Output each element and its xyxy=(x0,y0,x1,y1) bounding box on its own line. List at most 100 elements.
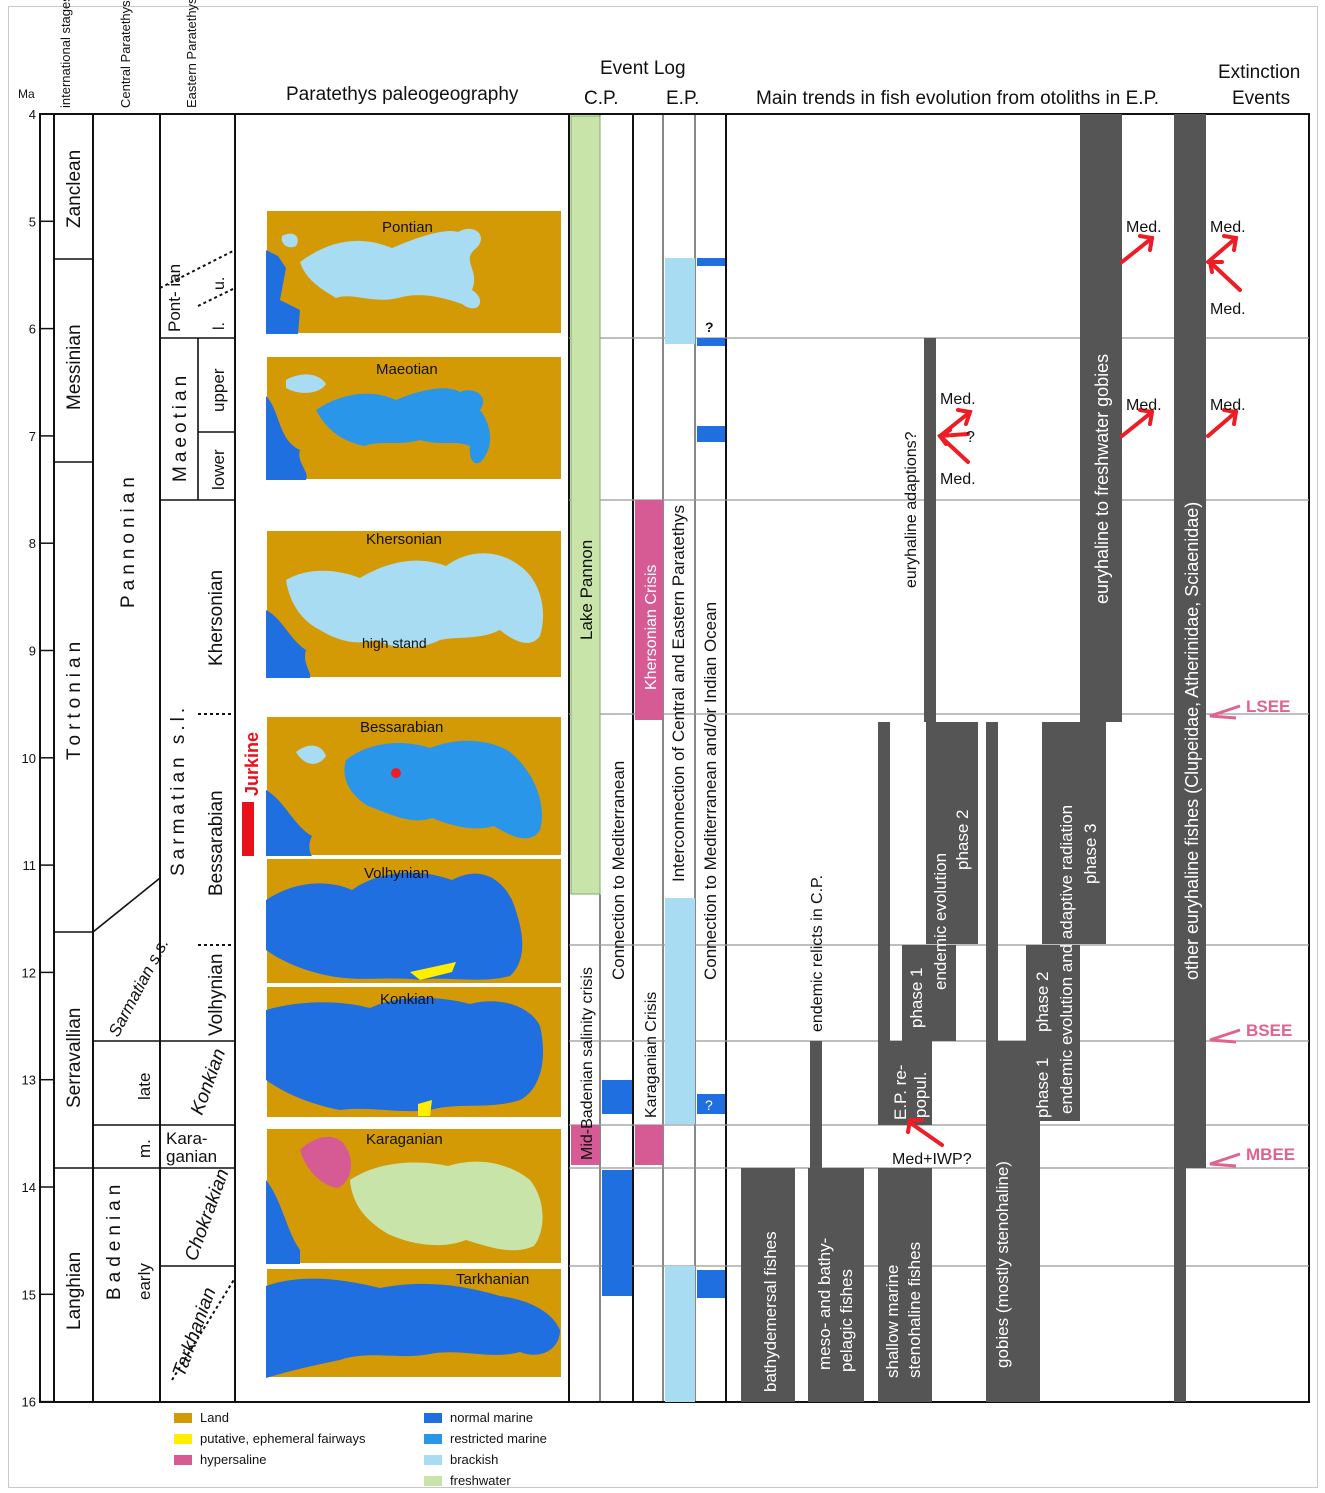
legend-label: freshwater xyxy=(450,1473,511,1488)
med-label-5: Med. xyxy=(1210,219,1246,236)
med-iwp-label: Med+IWP? xyxy=(892,1151,972,1168)
ep-question-1: ? xyxy=(705,319,714,335)
axis-tick-label: 10 xyxy=(22,751,36,766)
mid-badenian-label: Mid-Badenian salinity crisis xyxy=(579,967,596,1160)
med-label-1: Med. xyxy=(940,391,976,408)
ep-marine-4 xyxy=(697,1094,725,1114)
eastern-paratethys-labels: Pont- ian u. l. Maeotian upper lower Sar… xyxy=(165,264,234,1380)
cp-early: early xyxy=(135,1263,154,1300)
fish-endemic-a: endemic evolution xyxy=(931,853,950,990)
fish-ep-repopul-2: popul. xyxy=(911,1072,930,1118)
axis-tick-label: 14 xyxy=(22,1180,36,1195)
med-label-3: Med. xyxy=(1126,219,1162,236)
fish-phase2-b: phase 2 xyxy=(1033,972,1052,1033)
ep-pontian: Pont- ian xyxy=(165,264,184,332)
svg-text:Konkian: Konkian xyxy=(380,991,434,1008)
ep-bessarabian: Bessarabian xyxy=(206,790,227,896)
mid-badenian-bar xyxy=(571,1125,600,1165)
map-khersonian: Khersonian high stand xyxy=(265,529,563,679)
fish-phase1-b: phase 1 xyxy=(1033,1058,1052,1119)
ep-question-2: ? xyxy=(705,1097,713,1113)
cp-badenian: Badenian xyxy=(104,1180,125,1300)
axis-tick-label: 12 xyxy=(22,965,36,980)
figure-frame xyxy=(8,6,1318,1488)
khersonian-crisis-bar xyxy=(635,500,663,720)
event-log: Lake Pannon Mid-Badenian salinity crisis… xyxy=(570,115,725,1402)
header-paleogeography: Paratethys paleogeography xyxy=(286,84,519,105)
header-event-log: Event Log xyxy=(600,58,686,79)
ep-karaganian-2: ganian xyxy=(166,1147,217,1166)
lake-pannon-label: Lake Pannon xyxy=(577,540,596,640)
fish-phase2-a: phase 2 xyxy=(953,810,972,871)
legend-swatch xyxy=(174,1433,192,1444)
ep-marine-1 xyxy=(697,258,725,266)
ep-brackish-2 xyxy=(665,898,695,1124)
jurkine-label: Jurkine xyxy=(242,732,262,796)
legend-hypersaline: hypersaline xyxy=(174,1452,267,1467)
lsee-label: LSEE xyxy=(1246,697,1290,716)
khersonian-crisis-label: Khersonian Crisis xyxy=(643,565,660,690)
legend-label: brackish xyxy=(450,1452,499,1467)
axis-tick-label: 13 xyxy=(22,1073,36,1088)
stage-serravallian: Serravallian xyxy=(64,1008,85,1108)
migration-arrows xyxy=(906,234,1242,1147)
axis-tick-label: 6 xyxy=(29,322,36,337)
lake-pannon-bar xyxy=(570,115,601,895)
stage-zanclean: Zanclean xyxy=(64,150,85,228)
international-stage-labels: Zanclean Messinian Tortonian Serravallia… xyxy=(64,150,85,1330)
jurkine-marker: Jurkine xyxy=(242,732,262,856)
fish-euryhaline-gobies: euryhaline to freshwater gobies xyxy=(1092,354,1112,604)
fish-meso-bathy-2: pelagic fishes xyxy=(837,1269,856,1372)
axis-tick-label: 8 xyxy=(29,536,36,551)
bsee-label: BSEE xyxy=(1246,1021,1292,1040)
legend-swatch xyxy=(424,1412,442,1423)
arrow-labels: Med+IWP? Med. ? Med. Med. Med. Med. Med.… xyxy=(892,219,1246,1168)
map-tarkhanian: Tarkhanian xyxy=(265,1267,563,1379)
axis-tick-label: 7 xyxy=(29,429,36,444)
header: Ma international stages Central Parateth… xyxy=(18,0,1300,109)
cp-late: late xyxy=(135,1073,154,1100)
legend-label: normal marine xyxy=(450,1410,534,1425)
legend-swatch xyxy=(424,1475,442,1486)
ep-karaganian-1: Kara- xyxy=(166,1129,208,1148)
svg-text:high stand: high stand xyxy=(362,635,427,651)
axis-tick-label: 16 xyxy=(22,1395,36,1410)
axis-tick-label: 4 xyxy=(29,107,36,122)
ep-sarmatian-sl: Sarmatian s.l. xyxy=(168,704,189,876)
legend-swatch xyxy=(424,1433,442,1444)
fish-gobies: gobies (mostly stenohaline) xyxy=(993,1161,1012,1368)
mbee-label: MBEE xyxy=(1246,1145,1295,1164)
fish-endemic-b: endemic evolution and adaptive radiation xyxy=(1057,805,1076,1114)
ep-brackish-3 xyxy=(665,1266,695,1402)
legend-brackish: brackish xyxy=(424,1452,498,1467)
axis-tick-label: 15 xyxy=(22,1287,36,1302)
cp-pannonian: Pannonian xyxy=(118,472,139,608)
header-events: Events xyxy=(1232,88,1290,109)
legend-freshwater: freshwater xyxy=(424,1473,511,1488)
med-label-7: Med. xyxy=(1210,397,1246,414)
axis-tick-label: 5 xyxy=(29,214,36,229)
legend-label: putative, ephemeral fairways xyxy=(200,1431,366,1446)
legend-swatch xyxy=(424,1454,442,1465)
ep-maeotian-upper: upper xyxy=(209,368,228,412)
map-pontian: Pontian xyxy=(265,209,563,335)
q-label: ? xyxy=(966,429,975,446)
ep-pontian-u: u. xyxy=(211,277,228,290)
map-karaganian: Karaganian xyxy=(265,1127,563,1265)
legend-swatch xyxy=(174,1454,192,1465)
map-bessarabian: Bessarabian xyxy=(265,715,563,857)
ep-tarkhanian: Tarkhanian xyxy=(169,1285,221,1380)
fish-shallow-2: stenohaline fishes xyxy=(905,1242,924,1378)
fish-other-euryhaline: other euryhaline fishes (Clupeidae, Athe… xyxy=(1182,502,1202,980)
paleo-maps: Pontian Maeotian Khersonian high stand B… xyxy=(265,209,563,1379)
header-central-paratethys: Central Paratethys xyxy=(118,0,133,108)
fish-endemic-relicts: endemic relicts in C.P. xyxy=(809,875,826,1032)
interconnection-label: Interconnection of Central and Eastern P… xyxy=(669,505,688,882)
karaganian-crisis-bar xyxy=(635,1125,663,1165)
svg-text:Tarkhanian: Tarkhanian xyxy=(456,1271,529,1288)
legend-fairways: putative, ephemeral fairways xyxy=(174,1431,365,1446)
header-cp: C.P. xyxy=(584,88,619,109)
ep-maeotian-lower: lower xyxy=(209,449,228,490)
fish-phase3: phase 3 xyxy=(1081,824,1100,885)
